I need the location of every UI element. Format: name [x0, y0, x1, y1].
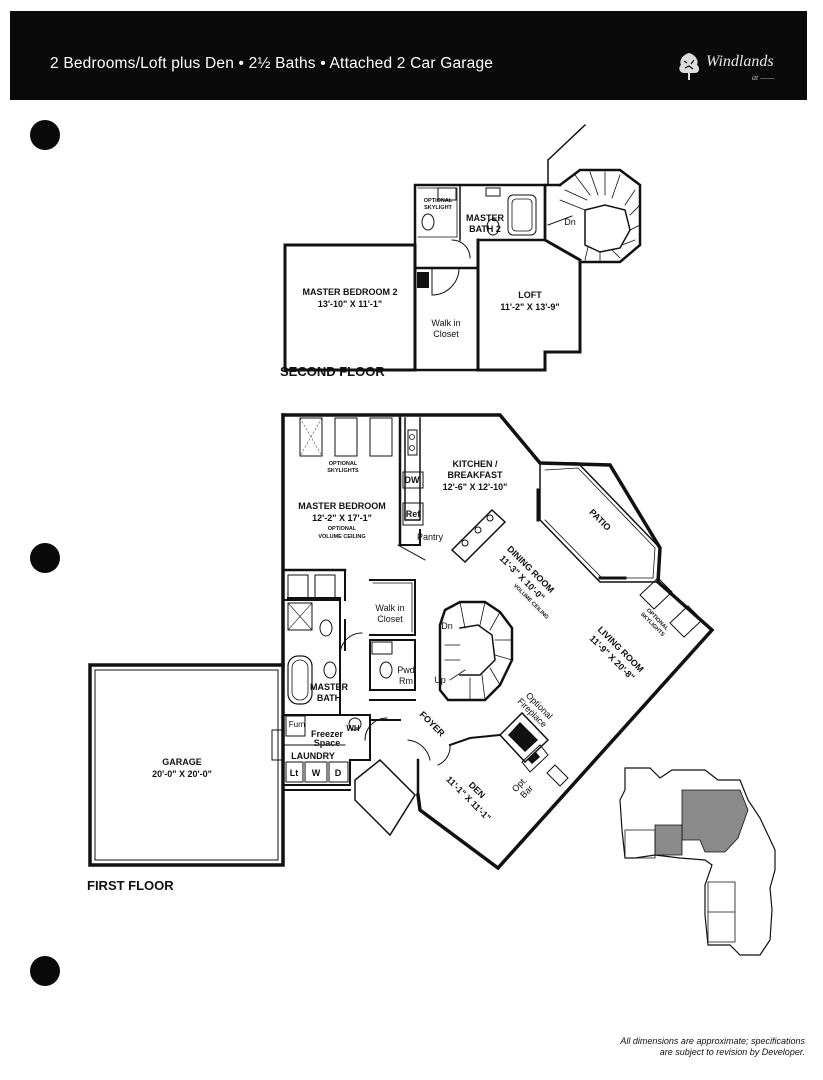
plan-title: 2 Bedrooms/Loft plus Den • 2½ Baths • At…	[50, 55, 494, 72]
garage-dims: 20'-0" X 20'-0"	[152, 769, 212, 779]
master-bedroom-2-dims: 13'-10" X 11'-1"	[318, 299, 382, 309]
disclaimer-line-1: All dimensions are approximate; specific…	[620, 1036, 805, 1046]
master-bedroom-label: MASTER BEDROOM	[298, 501, 386, 511]
dw-label: DW	[405, 475, 420, 485]
second-floor-label: SECOND FLOOR	[280, 364, 385, 379]
ff-stair-up-label: Up	[434, 675, 446, 685]
wh-label: WH	[346, 724, 360, 733]
master-bath-2-label: MASTER	[466, 213, 505, 223]
logo-tree-icon	[676, 51, 702, 81]
sf-closet-label: Closet	[433, 329, 459, 339]
mb-volume-ceiling-note: VOLUME CEILING	[318, 534, 365, 540]
garage-label: GARAGE	[162, 757, 202, 767]
master-bath-label-2: BATH	[317, 693, 341, 703]
mb-skylights-label: SKYLIGHTS	[327, 468, 359, 474]
first-floor-plan	[88, 413, 715, 871]
ff-walk-in-closet-label: Walk in	[375, 603, 404, 613]
sf-skylight-label: SKYLIGHT	[424, 205, 452, 211]
kitchen-dims: 12'-6" X 12'-10"	[443, 482, 508, 492]
sf-optional-skylight-label: OPTIONAL	[424, 198, 453, 204]
header-bar: 2 Bedrooms/Loft plus Den • 2½ Baths • At…	[10, 11, 807, 100]
kitchen-label: KITCHEN /	[453, 459, 498, 469]
freezer-space-label: Space	[314, 738, 341, 748]
patio-label: PATIO	[587, 507, 613, 533]
freezer-label: Freezer	[311, 729, 344, 739]
disclaimer: All dimensions are approximate; specific…	[545, 1036, 805, 1058]
logo-subtext: at ——	[752, 73, 775, 82]
mb-optional-skylights-label: OPTIONAL	[329, 461, 358, 467]
logo-wordmark: Windlands	[706, 53, 774, 70]
washer-label: W	[312, 768, 321, 778]
sf-walk-in-closet-label: Walk in	[431, 318, 460, 328]
first-floor-label: FIRST FLOOR	[87, 878, 174, 893]
master-bath-label: MASTER	[310, 682, 349, 692]
ff-stair-dn-label: Dn	[441, 621, 453, 631]
breakfast-label: BREAKFAST	[447, 470, 503, 480]
master-bedroom-dims: 12'-2" X 17'-1"	[312, 513, 372, 523]
ref-label: Ref	[406, 509, 422, 519]
ff-closet-label: Closet	[377, 614, 403, 624]
building-key-map	[619, 767, 776, 956]
pantry-label: Pantry	[417, 532, 444, 542]
pwd-label: Pwd	[397, 665, 415, 675]
foyer-label: FOYER	[418, 709, 447, 738]
binder-hole-bottom	[30, 956, 60, 986]
loft-label: LOFT	[518, 290, 542, 300]
loft-dims: 11'-2" X 13'-9"	[500, 302, 559, 312]
binder-hole-top	[30, 120, 60, 150]
mb-optional-note: OPTIONAL	[328, 526, 357, 532]
sf-stair-dn-label: Dn	[564, 217, 576, 227]
dryer-label: D	[335, 768, 342, 778]
master-bedroom-2-label: MASTER BEDROOM 2	[302, 287, 397, 297]
laundry-label: LAUNDRY	[291, 751, 335, 761]
den-dims: 11'-1" X 11'-1"	[444, 774, 493, 823]
laundry-tub-label: Lt	[290, 768, 299, 778]
binder-hole-middle	[30, 543, 60, 573]
second-floor-plan	[283, 123, 642, 372]
master-bath-2-label-2: BATH 2	[469, 224, 501, 234]
furn-label: Furn	[289, 720, 305, 729]
disclaimer-line-2: are subject to revision by Developer.	[659, 1047, 805, 1057]
rm-label: Rm	[399, 676, 413, 686]
